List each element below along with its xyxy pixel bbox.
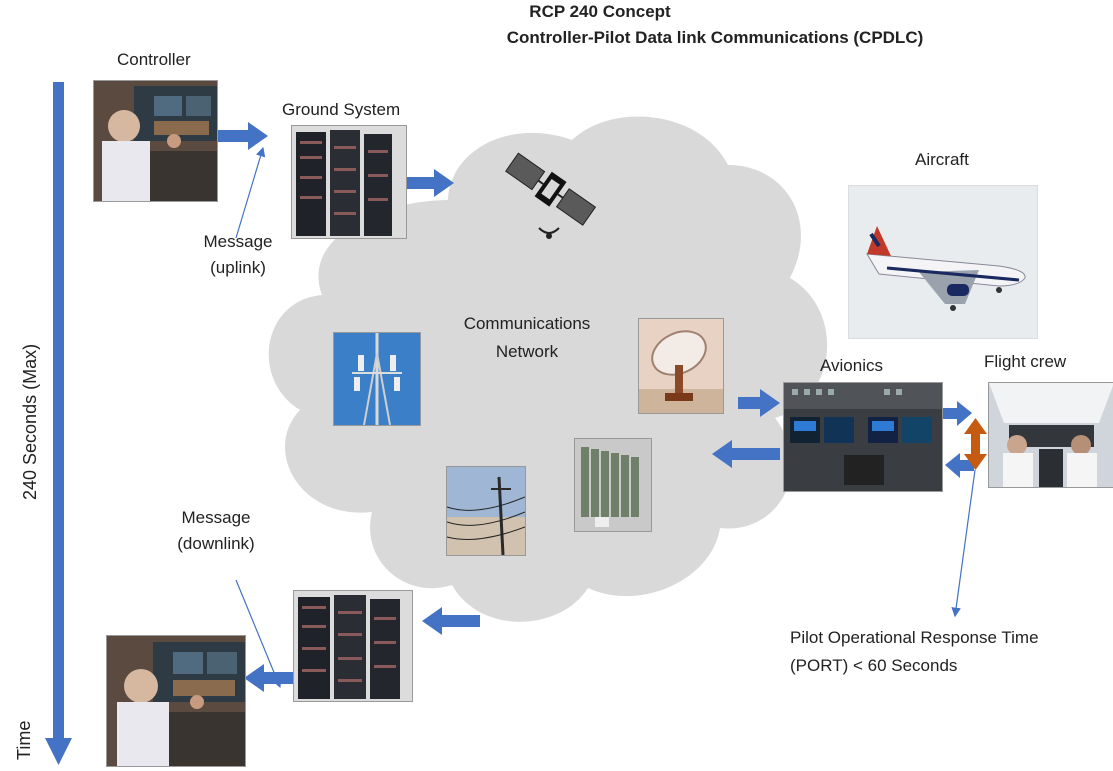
arrow-network-to-avionics (738, 389, 780, 417)
axis-time-label: Time (14, 720, 34, 760)
message-uplink-label-2: (uplink) (210, 258, 266, 277)
arrow-ground-to-controller-bottom (244, 664, 294, 692)
time-axis-arrow (45, 82, 72, 765)
arrow-avionics-to-crew (943, 401, 972, 426)
flight-crew-label: Flight crew (984, 352, 1067, 371)
controller-photo-bottom (106, 635, 246, 767)
message-uplink-label-1: Message (203, 232, 273, 251)
aircraft-photo (848, 185, 1038, 339)
arrow-network-to-ground-bottom (422, 607, 480, 635)
controller-photo-top (93, 80, 218, 202)
communications-cloud (268, 116, 828, 622)
ground-system-photo-bottom (293, 590, 413, 702)
uplink-leader-line (235, 146, 266, 239)
arrow-crew-to-avionics (945, 453, 974, 478)
communications-label-2: Network (495, 342, 559, 361)
data-center-photo (574, 438, 652, 532)
arrow-ground-to-network (406, 169, 454, 197)
message-downlink-label-1: Message (181, 508, 251, 527)
radar-dish-photo (638, 318, 724, 414)
cell-tower-photo (333, 332, 421, 426)
title-line-2: Controller-Pilot Data link Communication… (506, 28, 924, 47)
downlink-leader-line (235, 579, 282, 689)
controller-label: Controller (117, 50, 191, 69)
arrow-avionics-to-network (712, 440, 780, 468)
satellite-icon (495, 130, 605, 250)
ground-system-photo-top (291, 125, 407, 239)
arrow-controller-to-ground (216, 122, 268, 150)
power-lines-photo (446, 466, 526, 556)
port-label-2: (PORT) < 60 Seconds (790, 656, 958, 675)
port-label-1: Pilot Operational Response Time (790, 628, 1039, 647)
crew-double-arrow (964, 418, 987, 470)
title-line-1: RCP 240 Concept (529, 2, 671, 21)
message-downlink-label-2: (downlink) (177, 534, 255, 553)
port-leader-line (951, 469, 976, 618)
ground-system-label: Ground System (282, 100, 401, 119)
flight-crew-photo (988, 382, 1113, 488)
aircraft-label: Aircraft (915, 150, 969, 169)
axis-span-label: 240 Seconds (Max) (20, 343, 40, 500)
avionics-label: Avionics (820, 356, 883, 375)
avionics-photo (783, 382, 943, 492)
communications-label-1: Communications (463, 314, 591, 333)
